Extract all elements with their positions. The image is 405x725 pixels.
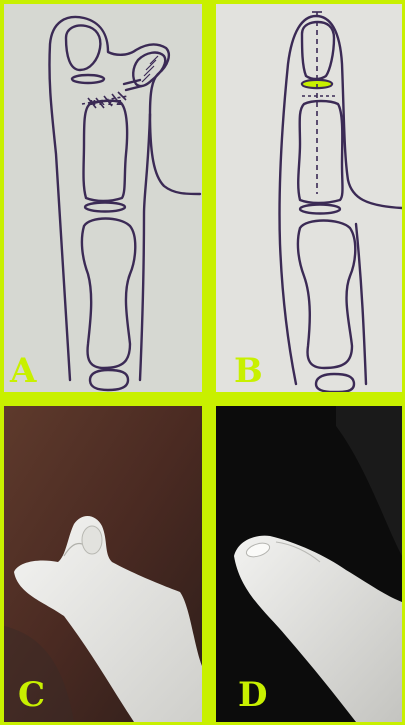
panel-a-label: A [10,354,36,388]
panel-b-illustration [216,4,402,392]
panel-a-illustration: x x z z [4,4,202,392]
panel-b-label: B [234,354,263,388]
panel-d-label: D [238,678,267,712]
panel-d-photo: D [216,406,402,722]
osteotomy-marks: x x z z [90,98,122,108]
panel-c-photo: C [4,406,202,722]
panel-b-drawing: B [216,4,402,392]
panel-a-drawing: x x z z A [4,4,202,392]
panel-c-label: C [18,678,45,712]
